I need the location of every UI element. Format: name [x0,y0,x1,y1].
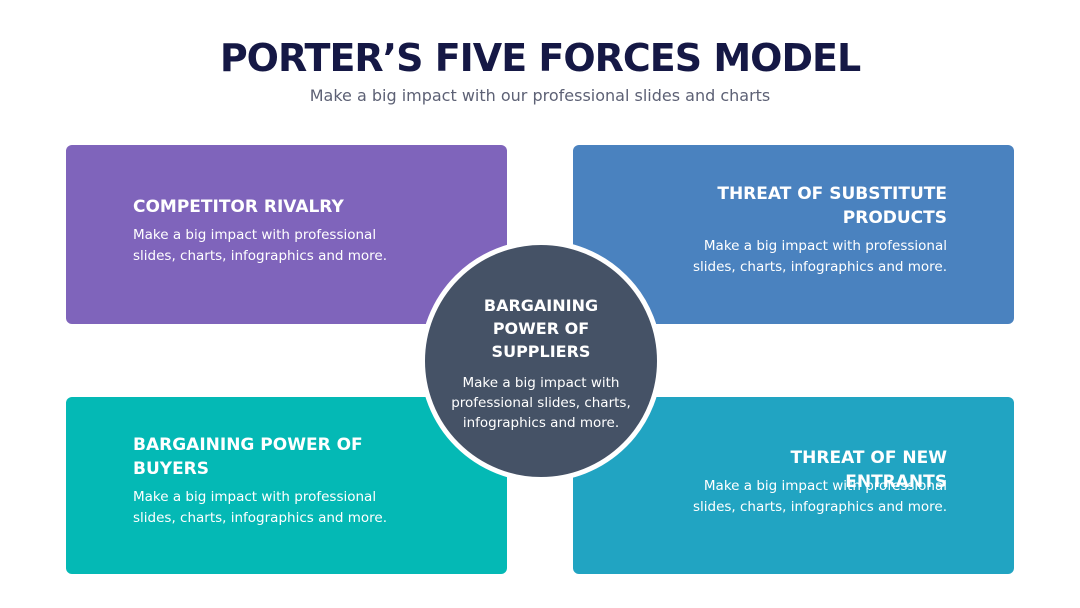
threat-of-new-entrants-card: THREAT OF NEW ENTRANTS Make a big impact… [573,397,1014,574]
bargaining-power-of-buyers-card: BARGAINING POWER OF BUYERS Make a big im… [66,397,507,574]
page-subtitle: Make a big impact with our professional … [309,86,771,105]
bargaining-power-of-buyers-text: Make a big impact with professional slid… [133,489,388,526]
competitor-rivalry-heading: COMPETITOR RIVALRY [133,197,344,217]
bargaining-power-of-suppliers-circle: BARGAINING POWER OF SUPPLIERS Make a big… [420,240,662,482]
threat-of-new-entrants-text: Make a big impact with professional slid… [692,478,947,515]
bargaining-power-of-suppliers-text: Make a big impact with professional slid… [451,375,631,431]
threat-of-substitutes-heading: THREAT OF SUBSTITUTE PRODUCTS [717,184,947,228]
bargaining-power-of-suppliers-heading: BARGAINING POWER OF SUPPLIERS [483,296,599,361]
threat-of-substitutes-card: THREAT OF SUBSTITUTE PRODUCTS Make a big… [573,145,1014,324]
bargaining-power-of-buyers-heading: BARGAINING POWER OF BUYERS [133,435,363,479]
threat-of-substitutes-text: Make a big impact with professional slid… [692,238,947,275]
competitor-rivalry-text: Make a big impact with professional slid… [133,227,388,264]
page-title: PORTER’S FIVE FORCES MODEL [219,36,861,80]
threat-of-new-entrants-heading: THREAT OF NEW ENTRANTS [790,448,947,492]
competitor-rivalry-card: COMPETITOR RIVALRY Make a big impact wit… [66,145,507,324]
